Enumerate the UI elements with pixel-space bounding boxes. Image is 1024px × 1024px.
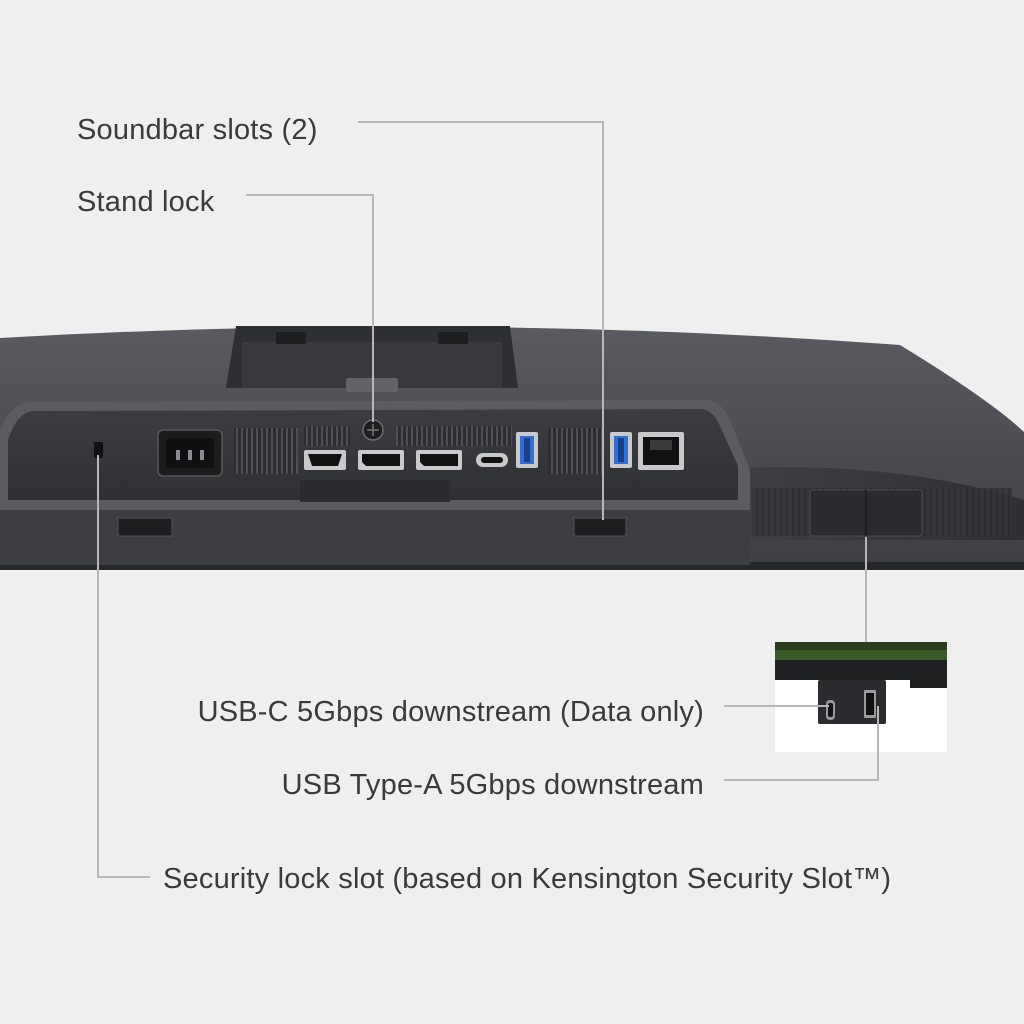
usb-c-port-rear: [476, 453, 508, 467]
usb-a-port-rear-1: [516, 432, 538, 468]
leader-soundbar: [358, 121, 604, 520]
vent-right: [548, 428, 602, 474]
hdmi-port: [304, 450, 346, 470]
leader-security: [97, 455, 150, 878]
soundbar-slot-right: [573, 517, 627, 537]
vent-left: [234, 428, 298, 474]
leader-lines: [97, 121, 879, 878]
leader-usba: [724, 706, 879, 781]
usb-a-port-rear-2: [610, 432, 632, 468]
security-slot: [94, 442, 103, 458]
power-inlet: [157, 429, 223, 477]
callout-security-slot: Security lock slot (based on Kensington …: [163, 863, 892, 895]
callout-stand-lock: Stand lock: [77, 186, 215, 218]
displayport-1: [358, 450, 404, 470]
monitor-bottom-lip: [0, 562, 1024, 570]
displayport-2: [416, 450, 462, 470]
soundbar-slot-left: [117, 517, 173, 537]
ethernet-port: [638, 432, 684, 470]
leader-stand-lock: [246, 194, 374, 422]
vent-middle-top: [304, 426, 350, 446]
callout-usba-downstream: USB Type-A 5Gbps downstream: [281, 769, 704, 801]
callout-soundbar-slots: Soundbar slots (2): [77, 114, 318, 146]
inset-photo: [775, 642, 947, 752]
callout-usbc-downstream: USB-C 5Gbps downstream (Data only): [197, 696, 704, 728]
